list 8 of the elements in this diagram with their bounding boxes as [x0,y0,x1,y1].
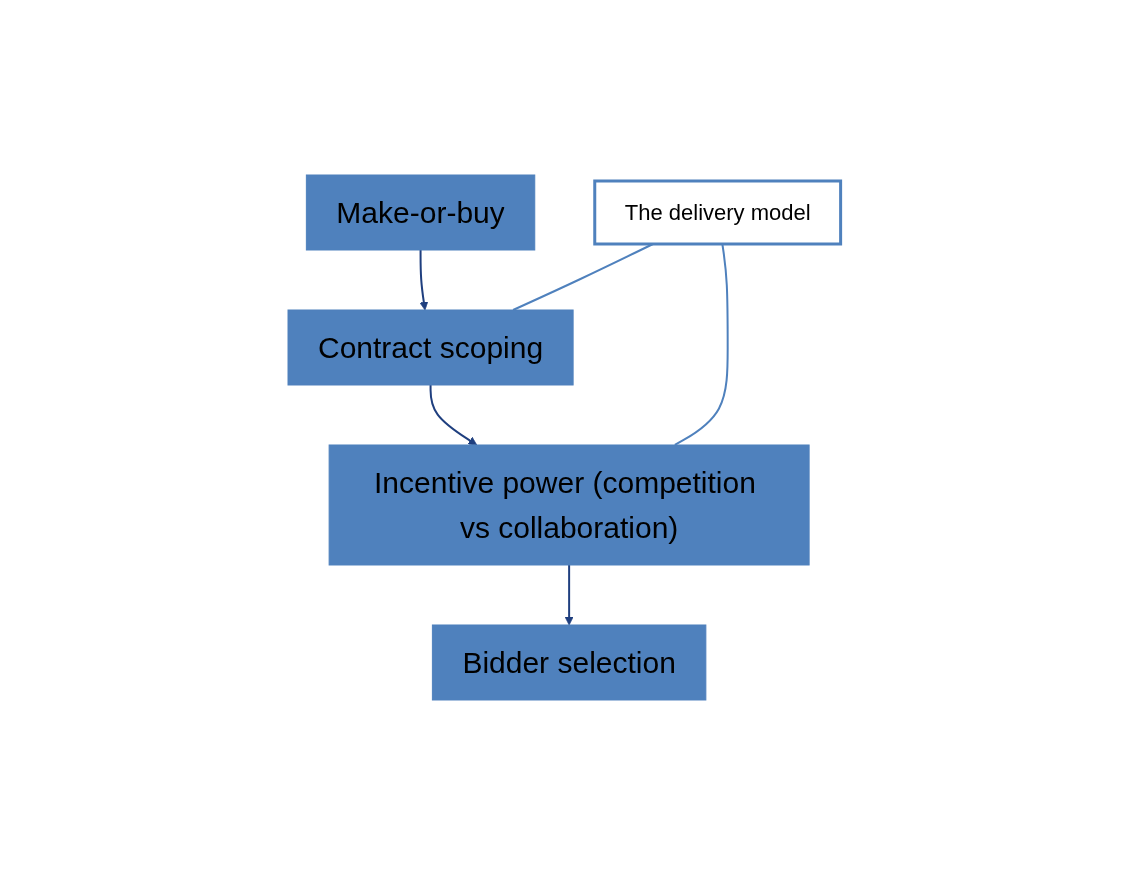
node-box: Contract scoping [287,309,574,386]
arrow [419,249,428,311]
node-box: Incentive power (competition vs collaboration) [328,444,810,566]
node-box: Make-or-buy [305,174,535,251]
arrow [429,384,477,446]
node-box: Bidder selection [431,624,707,701]
arrow [564,564,574,626]
node-box: The delivery model [592,179,842,246]
